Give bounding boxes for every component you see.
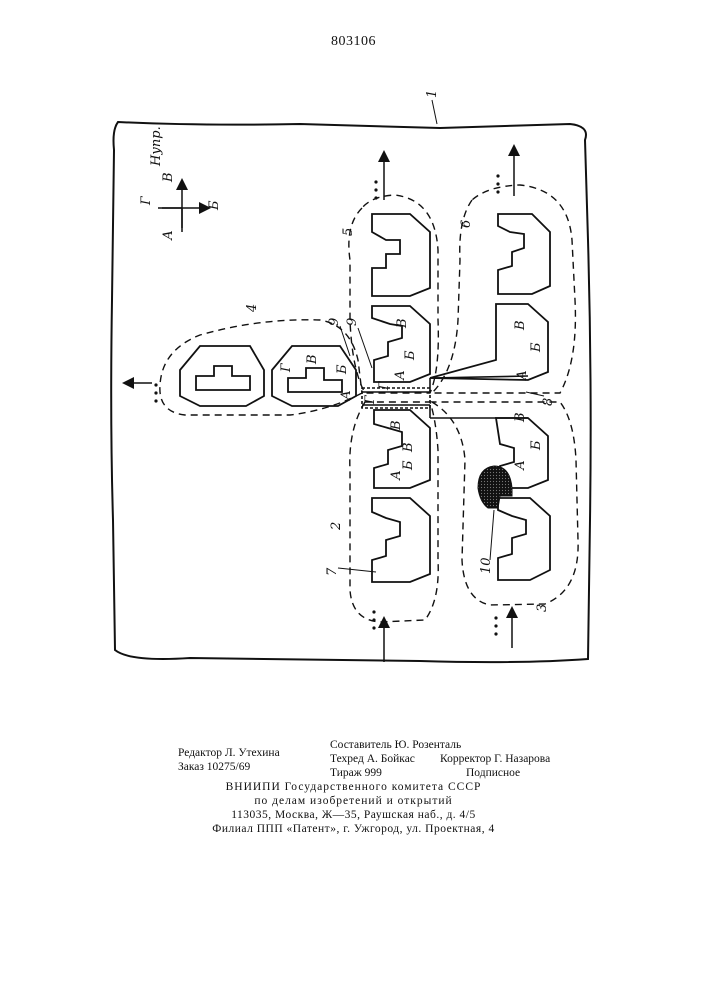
svg-text:Г: Г <box>377 381 392 391</box>
svg-text:В: В <box>395 318 410 329</box>
ref-7: 7 <box>325 567 340 576</box>
leader-lines <box>338 100 544 572</box>
ref-2: 2 <box>329 522 344 531</box>
chip-h1 <box>180 346 264 406</box>
svg-text:А: А <box>389 470 404 481</box>
continuation-dots <box>154 174 499 635</box>
colophon-branch: Филиал ППП «Патент», г. Ужгород, ул. Про… <box>0 822 707 836</box>
colophon-circulation: Тираж 999 <box>330 766 382 780</box>
svg-text:А: А <box>339 390 354 401</box>
ref-8: 8 <box>541 398 556 406</box>
colophon-affairs: по делам изобретений и открытий <box>0 794 707 808</box>
svg-text:Б: Б <box>401 460 416 471</box>
ref-5: 5 <box>341 228 356 236</box>
colophon-techred: Техред А. Бойкас <box>330 752 415 766</box>
ref-3: 3 <box>535 604 550 612</box>
svg-text:В: В <box>305 354 320 365</box>
compass-direction-label: Нупр. <box>149 126 164 167</box>
svg-text:В: В <box>401 442 416 453</box>
svg-text:В: В <box>513 320 528 331</box>
direction-compass: А Б В Г Нупр. <box>139 126 222 241</box>
svg-text:В: В <box>389 420 404 431</box>
zone-5-outline <box>349 195 438 393</box>
compass-label-g: Г <box>139 196 154 206</box>
colophon-compiler: Составитель Ю. Розенталь <box>330 738 461 752</box>
svg-text:Б: Б <box>529 440 544 451</box>
ref-9a: 9 <box>327 318 342 326</box>
colophon-corrector: Корректор Г. Назарова <box>440 752 550 766</box>
patent-figure: А Б В Г Нупр. <box>0 0 707 700</box>
chip-letters: В Б А Г Г В В А Б В Б А В Б А Г В Б А <box>279 318 544 481</box>
svg-text:А: А <box>393 370 408 381</box>
svg-text:Б: Б <box>529 342 544 353</box>
defect-region <box>478 466 512 508</box>
ref-10: 10 <box>479 557 494 574</box>
svg-text:А: А <box>515 370 530 381</box>
compass-label-a: А <box>161 230 176 241</box>
ref-4: 4 <box>245 304 260 313</box>
chip-r1 <box>498 214 550 294</box>
chip-r4 <box>498 498 550 580</box>
zone-3-outline <box>432 402 578 605</box>
svg-text:Г: Г <box>363 395 378 405</box>
compass-label-v: В <box>161 172 176 183</box>
colophon-order: Заказ 10275/69 <box>178 760 250 774</box>
svg-text:Б: Б <box>335 364 350 375</box>
ref-1: 1 <box>425 90 440 98</box>
svg-text:А: А <box>513 460 528 471</box>
svg-text:В: В <box>513 412 528 423</box>
colophon-address: 113035, Москва, Ж—35, Раушская наб., д. … <box>0 808 707 822</box>
ref-9b: 9 <box>345 318 360 326</box>
svg-text:Б: Б <box>403 350 418 361</box>
ref-6: 6 <box>459 220 474 228</box>
svg-text:Г: Г <box>279 363 294 373</box>
compass-label-b: Б <box>207 200 222 211</box>
chip-l1 <box>372 214 430 296</box>
chip-l4 <box>372 498 430 582</box>
colophon-subscription: Подписное <box>466 766 520 780</box>
colophon-editor: Редактор Л. Утехина <box>178 746 280 760</box>
zone-6-outline <box>432 185 575 393</box>
colophon-institute: ВНИИПИ Государственного комитета СССР <box>0 780 707 794</box>
